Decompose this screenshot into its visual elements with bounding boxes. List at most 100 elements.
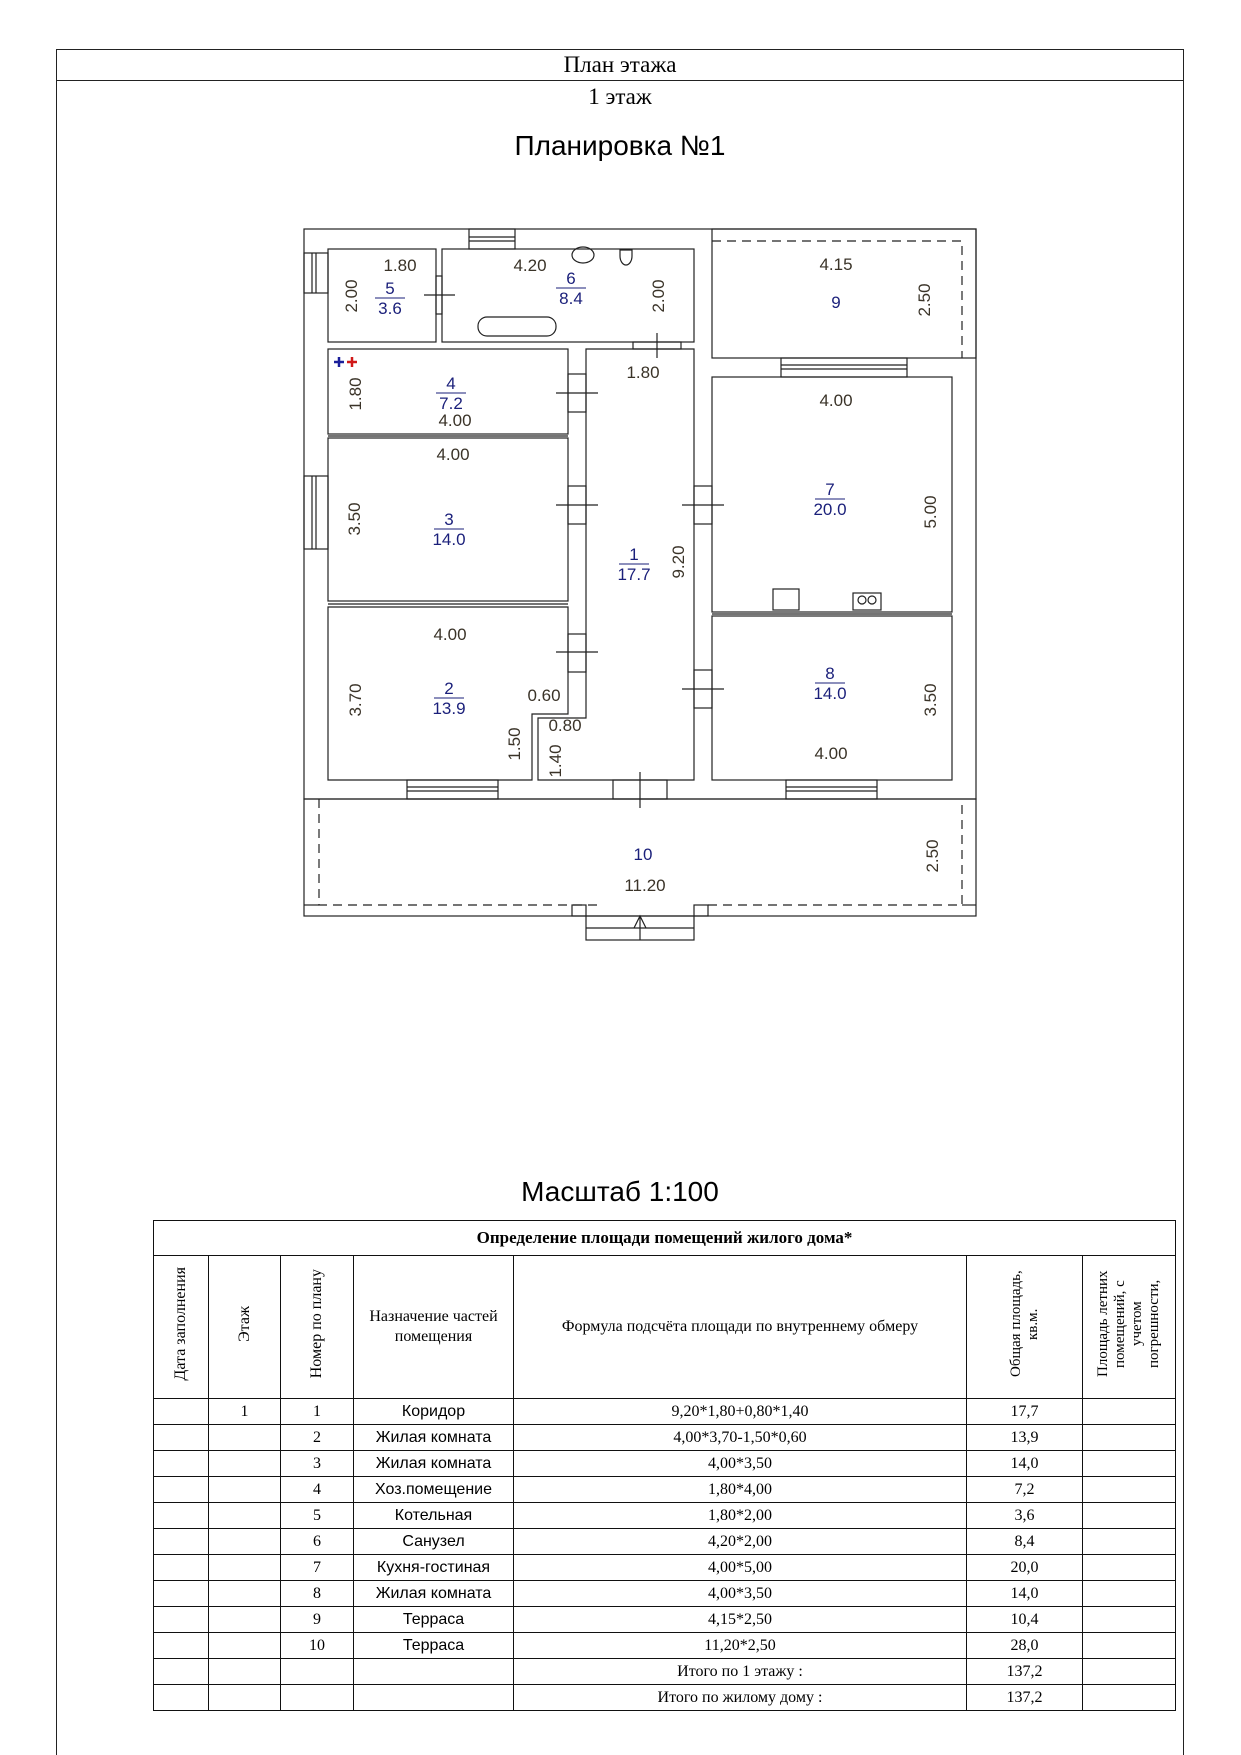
cell-floor bbox=[208, 1554, 281, 1581]
table-caption: Определение площади помещений жилого дом… bbox=[152, 1220, 1177, 1256]
cell-area: 28,0 bbox=[966, 1632, 1083, 1659]
cell-area: 13,9 bbox=[966, 1424, 1083, 1451]
empty-cell bbox=[353, 1684, 514, 1711]
total-area: 137,2 bbox=[966, 1658, 1083, 1685]
cell-number: 7 bbox=[280, 1554, 354, 1581]
cell-number: 10 bbox=[280, 1632, 354, 1659]
toilet-icon bbox=[619, 249, 633, 266]
cell-number: 6 bbox=[280, 1528, 354, 1555]
cell-formula: 9,20*1,80+0,80*1,40 bbox=[513, 1398, 967, 1425]
empty-cell bbox=[1081, 1684, 1177, 1711]
layout-title: Планировка №1 bbox=[514, 130, 726, 161]
col-floor: Этаж bbox=[208, 1255, 281, 1399]
cell-floor bbox=[208, 1450, 281, 1477]
cell-date bbox=[153, 1554, 209, 1581]
cell-formula: 4,15*2,50 bbox=[513, 1606, 967, 1633]
room-number: 10 bbox=[634, 845, 653, 864]
room-area: 8.4 bbox=[559, 289, 583, 308]
cell-area: 7,2 bbox=[966, 1476, 1083, 1503]
bathtub-icon bbox=[477, 316, 557, 337]
dimension-label: 1.50 bbox=[505, 727, 524, 760]
step-post bbox=[571, 904, 587, 917]
empty-cell bbox=[280, 1684, 354, 1711]
empty-cell bbox=[153, 1684, 209, 1711]
empty-cell bbox=[353, 1658, 514, 1685]
cell-area: 17,7 bbox=[966, 1398, 1083, 1425]
cell-area: 3,6 bbox=[966, 1502, 1083, 1529]
room-number: 6 bbox=[566, 269, 575, 288]
room-1-corridor bbox=[537, 348, 695, 781]
cell-summer bbox=[1081, 1450, 1177, 1477]
dimension-label: 1.80 bbox=[346, 377, 365, 410]
dimension-label: 0.60 bbox=[527, 686, 560, 705]
windows bbox=[303, 228, 908, 800]
dimension-label: 1.80 bbox=[383, 256, 416, 275]
cell-formula: 4,00*5,00 bbox=[513, 1554, 967, 1581]
cell-summer bbox=[1081, 1632, 1177, 1659]
cell-purpose: Санузел bbox=[353, 1528, 514, 1555]
cell-area: 20,0 bbox=[966, 1554, 1083, 1581]
cell-formula: 11,20*2,50 bbox=[513, 1632, 967, 1659]
cell-formula: 4,00*3,50 bbox=[513, 1450, 967, 1477]
cell-area: 8,4 bbox=[966, 1528, 1083, 1555]
terrace-9-outline bbox=[711, 228, 977, 359]
dimension-label: 2.50 bbox=[923, 839, 942, 872]
room-number: 4 bbox=[446, 374, 455, 393]
cell-number: 2 bbox=[280, 1424, 354, 1451]
cell-purpose: Жилая комната bbox=[353, 1450, 514, 1477]
step-post bbox=[693, 904, 709, 917]
stove-burner-icon bbox=[857, 595, 867, 605]
cell-formula: 4,20*2,00 bbox=[513, 1528, 967, 1555]
dimension-label: 4.00 bbox=[436, 445, 469, 464]
stove-burner-icon bbox=[867, 595, 877, 605]
cell-date bbox=[153, 1502, 209, 1529]
dimension-label: 1.80 bbox=[626, 363, 659, 382]
dimension-label: 0.80 bbox=[548, 716, 581, 735]
cell-summer bbox=[1081, 1580, 1177, 1607]
col-total-area: Общая площадь, кв.м. bbox=[966, 1255, 1083, 1399]
cell-purpose: Терраса bbox=[353, 1632, 514, 1659]
cell-purpose: Котельная bbox=[353, 1502, 514, 1529]
room-number: 5 bbox=[385, 279, 394, 298]
empty-cell bbox=[153, 1658, 209, 1685]
cell-number: 1 bbox=[280, 1398, 354, 1425]
scale-label: Масштаб 1:100 bbox=[521, 1176, 719, 1207]
empty-cell bbox=[208, 1684, 281, 1711]
room-area: 7.2 bbox=[439, 394, 463, 413]
total-label: Итого по жилому дому : bbox=[513, 1684, 967, 1711]
cell-floor bbox=[208, 1580, 281, 1607]
room-number: 8 bbox=[825, 664, 834, 683]
dimension-label: 1.40 bbox=[546, 744, 565, 777]
table-header: Дата заполнения Этаж Номер по плану Назн… bbox=[153, 1255, 1177, 1399]
dimension-label: 3.50 bbox=[921, 683, 940, 716]
total-row: Итого по 1 этажу :137,2 bbox=[153, 1658, 1177, 1685]
cell-floor: 1 bbox=[208, 1398, 281, 1425]
total-row: Итого по жилому дому :137,2 bbox=[153, 1684, 1177, 1711]
cell-area: 10,4 bbox=[966, 1606, 1083, 1633]
col-formula: Формула подсчёта площади по внутреннему … bbox=[513, 1255, 967, 1399]
cell-summer bbox=[1081, 1554, 1177, 1581]
cell-floor bbox=[208, 1606, 281, 1633]
cell-date bbox=[153, 1398, 209, 1425]
room-number: 7 bbox=[825, 480, 834, 499]
document-title: План этажа bbox=[56, 49, 1184, 81]
kitchen-sink-icon bbox=[772, 588, 800, 611]
room-area: 14.0 bbox=[813, 684, 846, 703]
cell-number: 8 bbox=[280, 1580, 354, 1607]
empty-cell bbox=[1081, 1658, 1177, 1685]
cell-date bbox=[153, 1450, 209, 1477]
cell-summer bbox=[1081, 1398, 1177, 1425]
boiler-markers bbox=[334, 357, 357, 367]
room-area: 3.6 bbox=[378, 299, 402, 318]
total-label: Итого по 1 этажу : bbox=[513, 1658, 967, 1685]
cell-floor bbox=[208, 1476, 281, 1503]
dimension-label: 4.00 bbox=[819, 391, 852, 410]
dimension-label: 4.00 bbox=[438, 411, 471, 430]
